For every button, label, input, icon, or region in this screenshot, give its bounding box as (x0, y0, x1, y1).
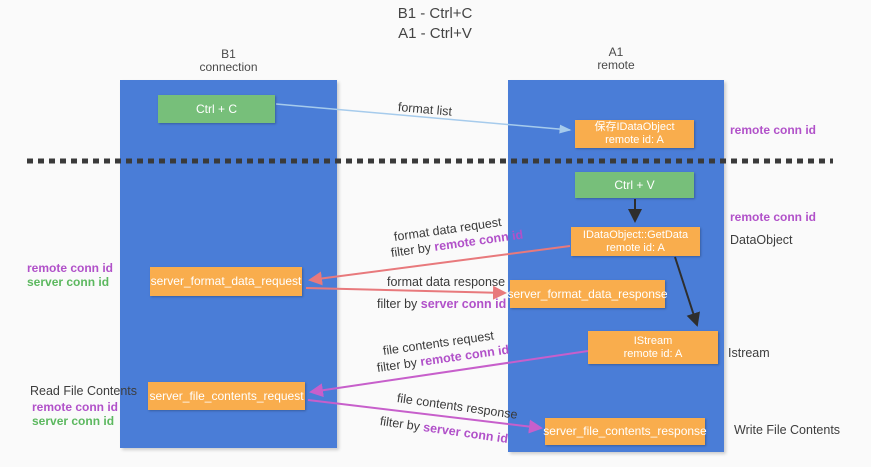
annotation-conn-ids-mid: remote conn id server conn id (27, 261, 113, 289)
annotation-istream: Istream (728, 346, 770, 360)
node-save-idataobject-line2: remote id: A (605, 134, 664, 146)
node-idataobject-getdata: IDataObject::GetData remote id: A (571, 227, 700, 256)
lane-b1-name: B1 (221, 47, 236, 61)
node-server-file-contents-request: server_file_contents_request (148, 382, 305, 410)
remote-conn-id-text: remote conn id (32, 400, 119, 414)
lane-header-b1: B1 connection (120, 48, 337, 74)
node-file-request-label: server_file_contents_request (149, 388, 304, 403)
node-format-response-label: server_format_data_response (507, 286, 668, 301)
title-line-1: B1 - Ctrl+C (397, 5, 473, 22)
file-contents-request-arrow (309, 350, 589, 398)
label-format-data-response: format data response (387, 275, 506, 289)
annotation-read-file-contents: Read File Contents (30, 384, 138, 398)
node-ctrl-v: Ctrl + V (575, 172, 694, 198)
node-istream-line1: IStream (633, 334, 673, 347)
annotation-dataobject: DataObject (730, 233, 793, 247)
getdata-to-istream-arrow (674, 256, 700, 327)
lane-b1-subtitle: connection (199, 60, 258, 74)
diagram-title: B1 - Ctrl+C A1 - Ctrl+V (335, 4, 535, 44)
remote-conn-id-text: remote conn id (27, 261, 114, 275)
node-format-request-label: server_format_data_request (150, 274, 302, 288)
server-conn-id-text: server conn id (27, 275, 110, 289)
lane-header-a1: A1 remote (508, 46, 724, 72)
annotation-remote-conn-id-top: remote conn id (730, 123, 817, 137)
node-istream: IStream remote id: A (588, 331, 718, 364)
annotation-conn-ids-bottom: remote conn id server conn id (32, 400, 118, 428)
filter-by-text: filter by (377, 297, 421, 311)
node-ctrl-c-label: Ctrl + C (195, 101, 237, 116)
annotation-write-file-contents: Write File Contents (734, 423, 841, 437)
format-list-arrow (275, 103, 572, 134)
node-server-format-data-response: server_format_data_response (507, 280, 668, 308)
node-getdata-line1: IDataObject::GetData (582, 228, 689, 241)
node-save-idataobject: 保存IDataObject remote id: A (575, 120, 694, 148)
node-server-format-data-request: server_format_data_request (150, 267, 302, 296)
lane-a1-name: A1 (608, 45, 624, 59)
server-conn-id-text: server conn id (420, 297, 507, 311)
title-line-2: A1 - Ctrl+V (398, 25, 472, 42)
node-getdata-line2: remote id: A (606, 241, 665, 254)
node-server-file-contents-response: server_file_contents_response (543, 418, 707, 445)
format-data-response-arrow (305, 285, 507, 300)
node-istream-line2: remote id: A (623, 347, 683, 360)
node-save-idataobject-line1: 保存IDataObject (594, 121, 675, 133)
server-conn-id-text: server conn id (32, 414, 115, 428)
annotation-remote-conn-id-mid: remote conn id (730, 210, 817, 224)
node-ctrl-v-label: Ctrl + V (614, 177, 655, 192)
label-filter-server-1: filter by server conn id (377, 297, 506, 311)
lane-a1-subtitle: remote (597, 58, 635, 72)
file-contents-response-arrow (307, 399, 543, 434)
format-data-request-arrow (308, 245, 571, 286)
node-ctrl-c: Ctrl + C (158, 95, 275, 123)
node-file-response-label: server_file_contents_response (543, 424, 707, 438)
